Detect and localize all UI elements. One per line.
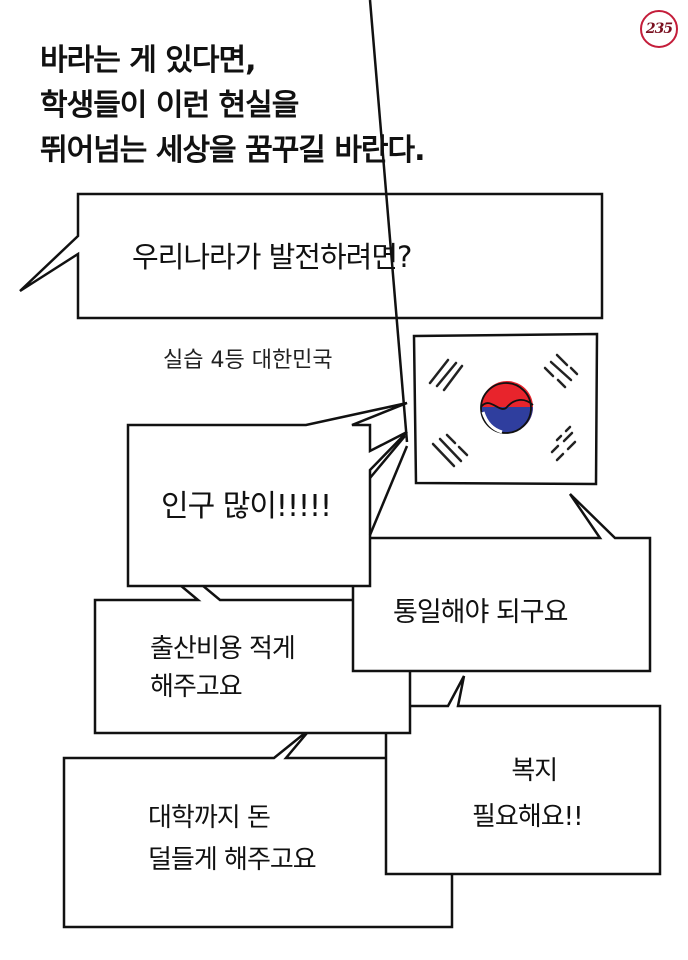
question-bubble-text: 우리나라가 발전하려면? [132, 240, 412, 274]
korean-flag-icon [412, 332, 599, 486]
author-logo-stamp: 235 [640, 10, 678, 48]
question-bubble [19, 192, 604, 320]
answer-text-birth-cost-line-2: 해주고요 [150, 672, 243, 702]
answer-text-birth-cost-line-1: 출산비용 적게 [150, 634, 296, 664]
logo-text: 235 [645, 21, 673, 37]
answer-bubble-birth-cost [93, 583, 412, 735]
answer-text-welfare-line-1: 복지 [511, 756, 558, 786]
answer-text-tuition: 대학까지 돈 덜들게 해주고요 [148, 797, 317, 881]
answer-text-welfare-line-2: 필요해요!! [472, 802, 584, 832]
caption-heading: 바라는 게 있다면, 학생들이 이런 현실을 뛰어넘는 세상을 꿈꾸길 바란다. [40, 38, 426, 173]
answer-bubble-welfare [384, 675, 662, 876]
flag-label: 실습 4등 대한민국 [163, 348, 333, 373]
answer-text-tuition-line-1: 대학까지 돈 [148, 803, 271, 833]
answer-text-unification: 통일해야 되구요 [393, 597, 568, 628]
answer-text-welfare: 복지 필요해요!! [472, 748, 584, 840]
caption-line-3: 뛰어넘는 세상을 꿈꾸길 바란다. [40, 133, 426, 168]
answer-bubble-tuition [62, 731, 454, 929]
caption-line-1: 바라는 게 있다면, [40, 43, 256, 78]
answer-text-population: 인구 많이!!!!! [161, 489, 332, 524]
answer-bubble-unification [351, 493, 652, 673]
answer-text-birth-cost: 출산비용 적게 해주고요 [150, 630, 296, 706]
caption-line-2: 학생들이 이런 현실을 [40, 88, 299, 123]
answer-text-tuition-line-2: 덜들게 해주고요 [148, 845, 317, 875]
answer-bubble-population [126, 0, 409, 588]
